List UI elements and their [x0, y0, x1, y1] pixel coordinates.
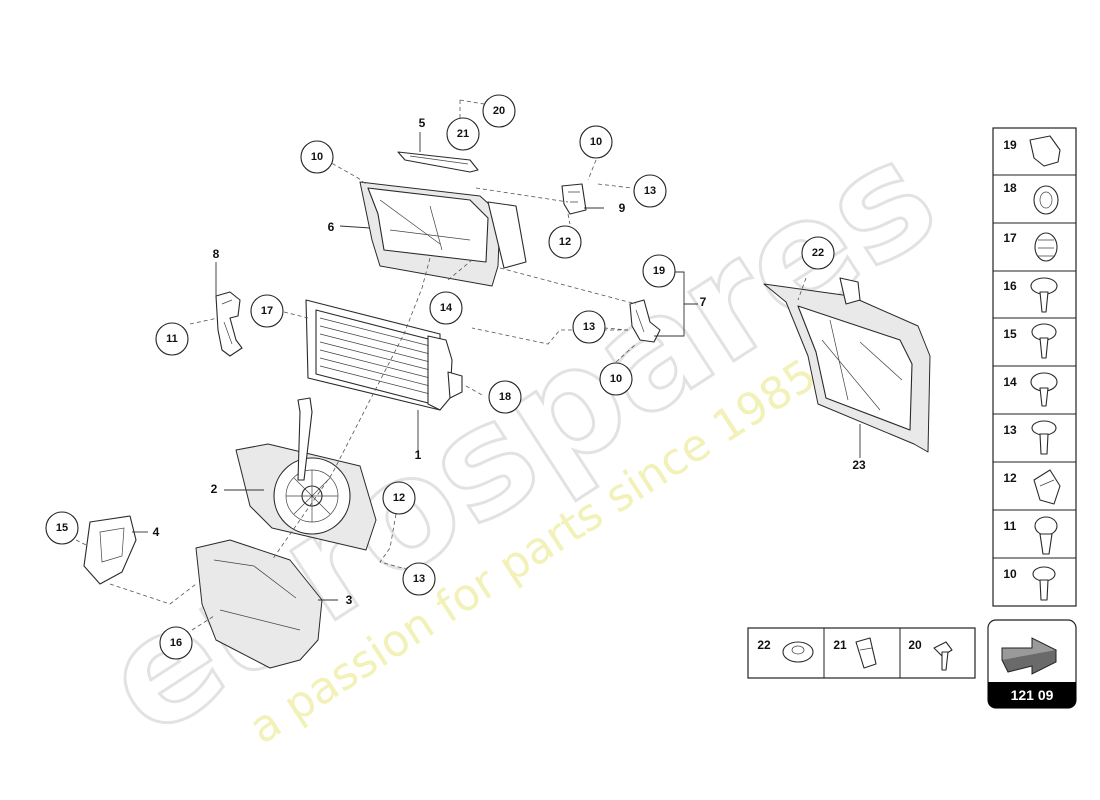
svg-text:12: 12: [393, 492, 405, 504]
callout-14[interactable]: 14: [429, 291, 463, 325]
leader-lines: [75, 99, 861, 631]
clip-nut-icon: [855, 637, 877, 669]
svg-text:21: 21: [457, 128, 469, 140]
svg-text:20: 20: [908, 638, 922, 652]
legend-row-16[interactable]: 16: [1003, 277, 1058, 313]
svg-text:17: 17: [261, 305, 273, 317]
legend-row-13[interactable]: 13: [1003, 420, 1057, 455]
callout-12-mid[interactable]: 12: [548, 225, 582, 259]
label-part-3: 3: [346, 593, 353, 607]
sheet-number: 121 09: [1011, 687, 1054, 703]
callout-10-top[interactable]: 10: [579, 125, 613, 159]
svg-text:22: 22: [812, 247, 824, 259]
screw-icon: [1032, 566, 1056, 582]
svg-text:10: 10: [590, 136, 602, 148]
bolt-icon: [1034, 516, 1058, 536]
plug-icon: [782, 641, 814, 663]
svg-text:14: 14: [1003, 375, 1017, 389]
svg-text:12: 12: [559, 236, 571, 248]
part-1-radiator: [305, 299, 463, 411]
label-part-23: 23: [852, 458, 866, 472]
label-part-2: 2: [211, 482, 218, 496]
callout-13-mid[interactable]: 13: [572, 310, 606, 344]
legend-row-12[interactable]: 12: [1003, 469, 1061, 505]
part-2-fan-shroud: [235, 397, 377, 551]
legend-row-15[interactable]: 15: [1003, 323, 1057, 359]
svg-text:16: 16: [170, 637, 182, 649]
svg-text:13: 13: [413, 573, 425, 585]
svg-text:13: 13: [1003, 423, 1017, 437]
svg-text:13: 13: [583, 321, 595, 333]
part-5-bracket: [397, 151, 479, 173]
legend-row-14[interactable]: 14: [1003, 372, 1058, 407]
svg-text:18: 18: [499, 391, 511, 403]
svg-text:10: 10: [1003, 567, 1017, 581]
legend-row-10[interactable]: 10: [1003, 566, 1056, 601]
part-6-air-duct: [359, 181, 527, 287]
legend-row-17[interactable]: 17: [1003, 231, 1058, 262]
callout-22[interactable]: 22: [801, 236, 835, 270]
svg-text:19: 19: [653, 265, 665, 277]
callout-16[interactable]: 16: [159, 626, 193, 660]
svg-text:11: 11: [1004, 519, 1017, 533]
clip-nut-icon: [1029, 135, 1061, 167]
callout-10-left[interactable]: 10: [300, 140, 334, 174]
svg-text:18: 18: [1003, 181, 1017, 195]
fastener-legend-bottom: 22 21 20: [747, 627, 976, 679]
callout-13-right[interactable]: 13: [633, 174, 667, 208]
legend-row-18[interactable]: 18: [1003, 181, 1059, 215]
svg-text:10: 10: [311, 151, 323, 163]
label-part-4: 4: [153, 525, 160, 539]
svg-text:16: 16: [1003, 279, 1017, 293]
svg-text:21: 21: [833, 638, 847, 652]
legend-row-11[interactable]: 11: [1004, 516, 1058, 555]
label-part-1: 1: [415, 448, 422, 462]
grommet-icon: [1033, 185, 1059, 215]
fastener-legend: 19 18 17 16 15 14 13: [992, 127, 1077, 607]
part-8-bracket: [215, 291, 243, 357]
clip-icon: [1033, 469, 1061, 505]
callout-21-top[interactable]: 21: [446, 117, 480, 151]
callout-13-low[interactable]: 13: [402, 562, 436, 596]
label-part-7: 7: [700, 295, 707, 309]
svg-text:11: 11: [166, 333, 178, 345]
label-part-5: 5: [419, 116, 426, 130]
svg-text:10: 10: [610, 373, 622, 385]
callout-15[interactable]: 15: [45, 511, 79, 545]
callout-10-mid[interactable]: 10: [599, 362, 633, 396]
callout-11[interactable]: 11: [155, 322, 189, 356]
callout-18[interactable]: 18: [488, 380, 522, 414]
label-part-9: 9: [619, 201, 626, 215]
legend-row-21[interactable]: 21: [833, 637, 877, 669]
label-part-8: 8: [213, 247, 220, 261]
label-part-6: 6: [328, 220, 335, 234]
screw-icon: [1031, 420, 1057, 436]
svg-text:17: 17: [1003, 231, 1017, 245]
svg-text:12: 12: [1003, 471, 1017, 485]
part-23-air-duct: [763, 277, 931, 453]
callout-19[interactable]: 19: [642, 254, 676, 288]
legend-row-20[interactable]: 20: [908, 638, 953, 671]
legend-row-22[interactable]: 22: [757, 638, 814, 663]
svg-text:15: 15: [1003, 327, 1017, 341]
part-9-bracket: [561, 183, 587, 215]
callout-20-top[interactable]: 20: [482, 94, 516, 128]
svg-text:19: 19: [1003, 138, 1017, 152]
legend-row-19[interactable]: 19: [1003, 135, 1061, 167]
svg-text:13: 13: [644, 185, 656, 197]
grommet-icon: [1034, 232, 1058, 262]
svg-text:15: 15: [56, 522, 68, 534]
callout-17[interactable]: 17: [250, 294, 284, 328]
part-3-fan-cover: [195, 539, 323, 669]
svg-text:20: 20: [493, 105, 505, 117]
svg-text:14: 14: [440, 302, 453, 314]
sheet-reference: 121 09: [987, 619, 1077, 709]
callout-12-low[interactable]: 12: [382, 481, 416, 515]
svg-text:22: 22: [757, 638, 771, 652]
part-4-bracket: [83, 515, 137, 585]
